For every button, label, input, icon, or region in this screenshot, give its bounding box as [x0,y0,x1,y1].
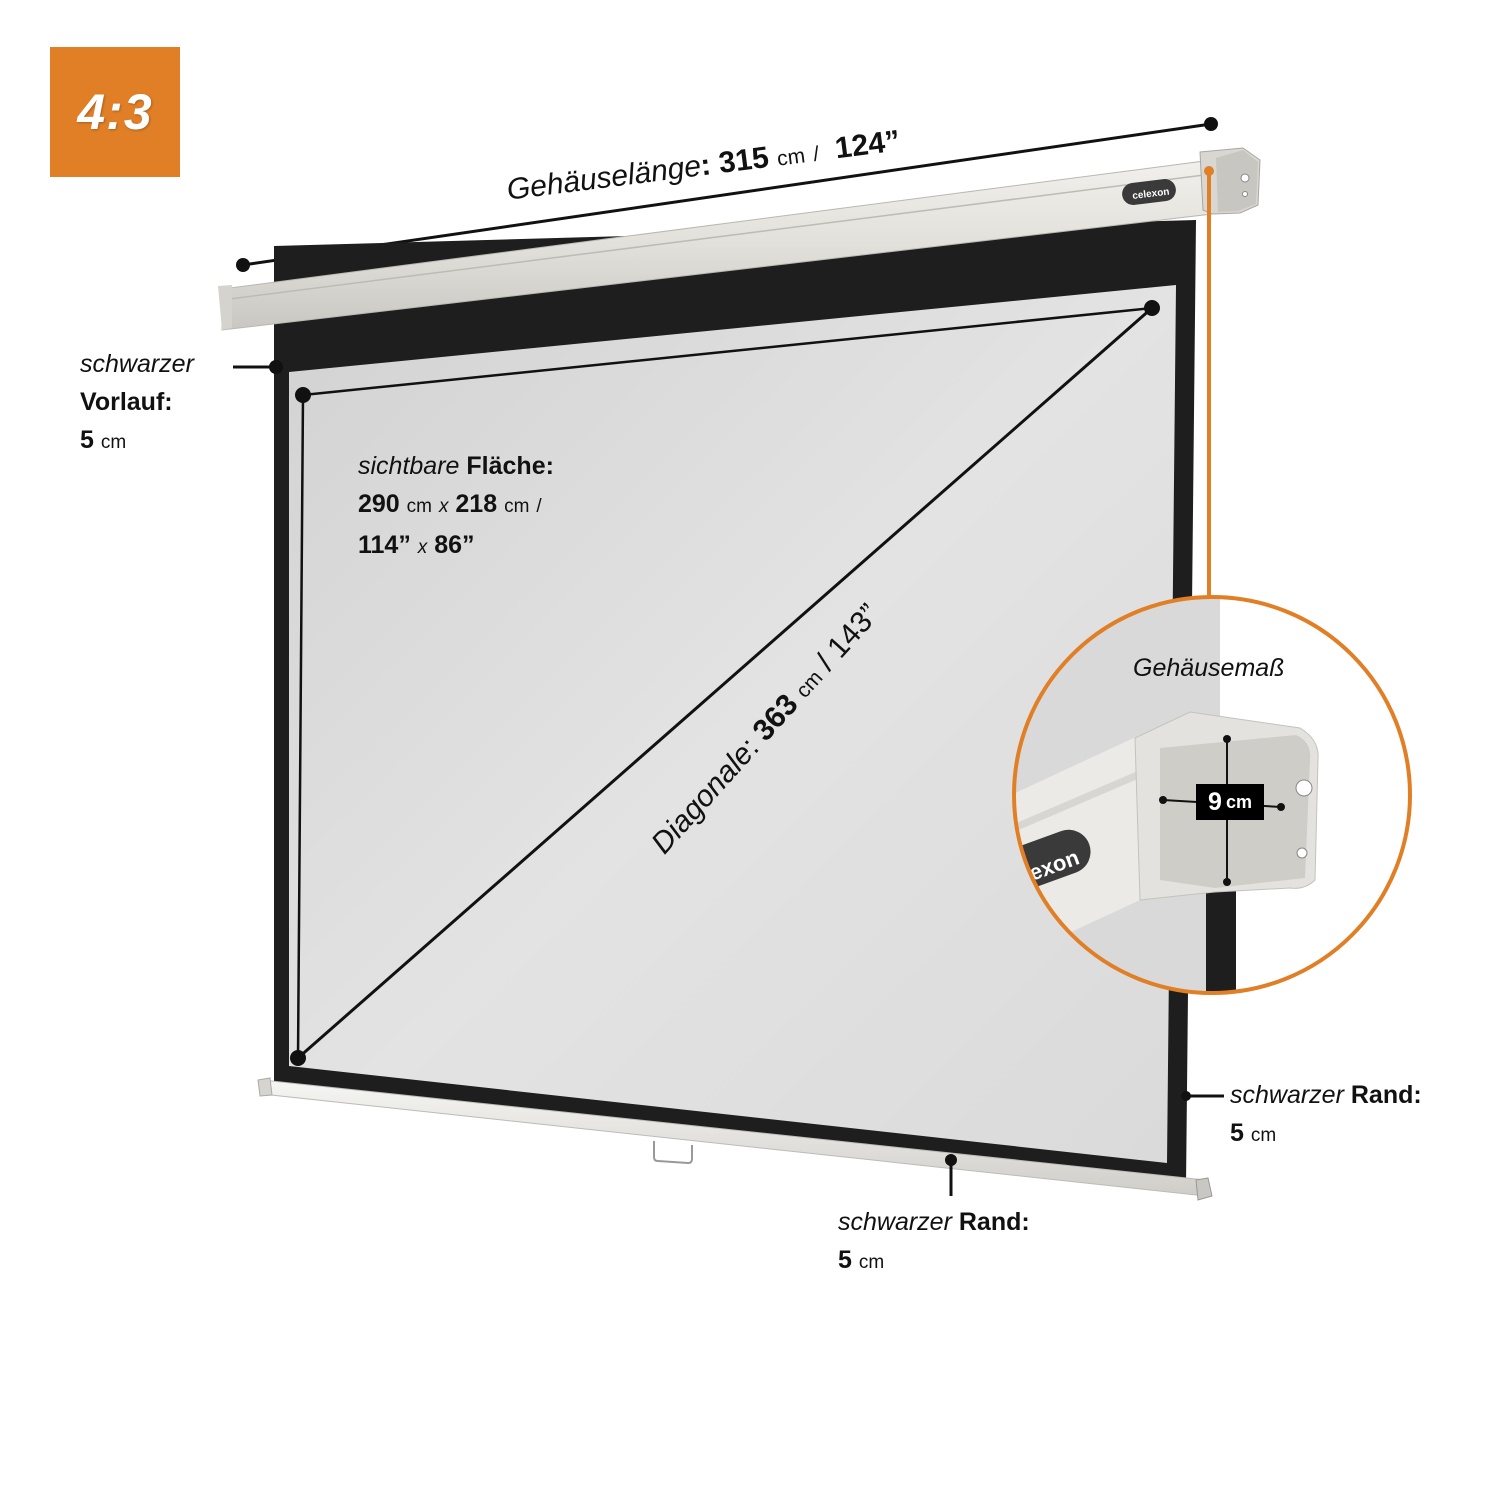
unit: cm [858,1252,885,1273]
black-dropdown-line2: Vorlauf: [80,388,173,416]
times: x [438,496,449,517]
bottom-border-value: 5 cm [838,1241,1030,1282]
visible-area-cm: 290 cm x 218 cm / [358,485,554,526]
visible-projection-area [289,285,1176,1163]
bottom-bar [257,1077,1213,1201]
slash: / [536,496,542,517]
value: 9 [1208,787,1222,816]
caption-bold: Rand: [958,1208,1030,1236]
black-dropdown-line1: schwarzer [80,350,194,378]
value: 5 [80,426,94,454]
screen-cloth [274,220,1196,1186]
black-dropdown-value: 5 cm [80,421,194,462]
value: 5 [838,1246,852,1274]
width-cm: 290 [358,490,400,518]
height-cm: 218 [455,490,498,518]
housing-dimension-value: 9 cm [1196,784,1264,820]
visible-area-dimension-lines [290,300,1160,1066]
housing-dimension-title: Gehäusemaß [1133,654,1285,682]
unit: cm [100,432,127,453]
width-inch: 114” [358,531,411,559]
visible-area-inch: 114” x 86” [358,526,554,567]
caption-italic: schwarzer [1230,1081,1344,1109]
side-border-leader [1181,1091,1224,1101]
aspect-ratio-badge: 4:3 [50,47,180,177]
slash: / [811,142,821,167]
caption-italic: schwarzer [838,1208,952,1236]
unit-cm: cm [775,144,807,171]
celexon-logo [1122,179,1176,205]
orange-connector [1204,166,1214,604]
side-border-value: 5 cm [1230,1114,1422,1155]
bottom-border-label: schwarzer Rand: 5 cm [838,1203,1030,1282]
times: x [417,537,428,558]
bottom-border-leader [945,1154,957,1196]
visible-area-title: sichtbare Fläche: [358,447,554,485]
height-inch: 86” [434,531,475,559]
unit: cm [406,496,432,517]
black-dropdown-leader [233,360,283,374]
aspect-ratio-label: 4:3 [77,84,153,140]
housing-length-inch: 124” [833,124,902,166]
pull-handle [653,1141,693,1165]
brand-logo-text: celexon [1132,187,1170,202]
caption-italic: sichtbare [358,452,460,480]
value: 5 [1230,1119,1244,1147]
bottom-border-title: schwarzer Rand: [838,1203,1030,1241]
black-dropdown-label: schwarzer Vorlauf: 5 cm [80,345,194,462]
unit: cm [504,496,530,517]
side-border-label: schwarzer Rand: 5 cm [1230,1076,1422,1155]
caption-bold: Fläche: [466,452,554,480]
unit: cm [1250,1125,1277,1146]
housing-length-dimension-line [236,117,1218,272]
caption-bold: Rand: [1350,1081,1422,1109]
unit: cm [1225,791,1252,812]
visible-area-label: sichtbare Fläche: 290 cm x 218 cm / 114”… [358,447,554,567]
screen-housing: celexon [218,147,1261,331]
side-border-title: schwarzer Rand: [1230,1076,1422,1114]
housing-length-cm: 315 [716,140,771,180]
